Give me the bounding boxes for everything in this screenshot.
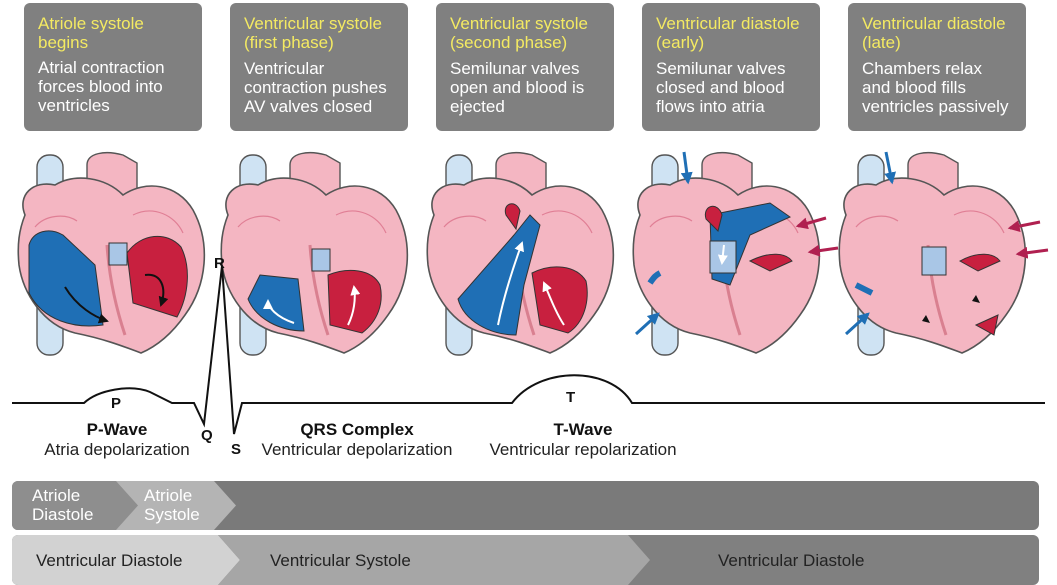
phase-title: Atriole systole begins: [38, 14, 144, 52]
heart-ventricular-diastole-early: [631, 151, 821, 357]
heart-ventricular-diastole-late: [837, 151, 1027, 357]
ventricular-timeline-bar: Ventricular Diastole Ventricular Systole…: [12, 535, 1039, 585]
phase-description: Ventricular contraction pushes AV valves…: [244, 59, 387, 116]
phase-box-ventricular-systole-first: Ventricular systole (first phase) Ventri…: [230, 3, 408, 131]
atrial-diastole-label: Atriole Diastole: [32, 486, 94, 524]
ventricular-diastole-label: Ventricular Diastole: [36, 551, 183, 570]
phase-title: Ventricular diastole (late): [862, 14, 1006, 52]
qrs-desc: Ventricular depolarization: [261, 440, 453, 459]
inflow-arrow: [634, 312, 660, 336]
phase-description: Semilunar valves open and blood is eject…: [450, 59, 585, 116]
ventricular-diastole-label: Ventricular Diastole: [718, 551, 865, 570]
inflow-arrow: [807, 244, 839, 257]
inflow-arrow: [1007, 220, 1041, 233]
ecg-label-r: R: [214, 255, 225, 272]
phase-title: Ventricular systole (first phase): [244, 14, 382, 52]
phase-title: Ventricular diastole (early): [656, 14, 800, 52]
t-wave-desc: Ventricular repolarization: [489, 440, 677, 459]
p-wave-desc: Atria depolarization: [44, 440, 190, 459]
inflow-arrow: [884, 151, 897, 185]
phase-box-ventricular-diastole-late: Ventricular diastole (late) Chambers rel…: [848, 3, 1026, 131]
ecg-label-p: P: [111, 395, 122, 412]
p-wave-caption: P-Wave Atria depolarization: [36, 420, 198, 460]
t-wave-caption: T-Wave Ventricular repolarization: [478, 420, 688, 460]
qrs-title: QRS Complex: [300, 420, 414, 439]
atrial-timeline-bar: Atriole Diastole Atriole Systole: [12, 481, 1039, 530]
qrs-caption: QRS Complex Ventricular depolarization: [252, 420, 462, 460]
inflow-arrow: [844, 312, 870, 336]
phase-box-ventricular-diastole-early: Ventricular diastole (early) Semilunar v…: [642, 3, 820, 131]
phase-description: Atrial contraction forces blood into ven…: [38, 58, 165, 115]
atrial-diastole-segment: Atriole Diastole: [12, 481, 140, 530]
atrial-systole-label: Atriole Systole: [144, 486, 200, 524]
p-wave-title: P-Wave: [86, 420, 148, 439]
ventricular-diastole-segment-2: Ventricular Diastole: [628, 535, 1039, 585]
t-wave-title: T-Wave: [553, 420, 613, 439]
phase-box-ventricular-systole-second: Ventricular systole (second phase) Semil…: [436, 3, 614, 131]
heart-atrial-systole: [16, 151, 206, 357]
inflow-arrow: [680, 151, 693, 185]
ventricular-systole-label: Ventricular Systole: [270, 551, 411, 570]
phase-box-atrial-systole: Atriole systole begins Atrial contractio…: [24, 3, 202, 131]
phase-description: Chambers relax and blood fills ventricle…: [862, 59, 1009, 116]
ventricular-systole-segment: Ventricular Systole: [218, 535, 650, 585]
heart-ventricular-systole-second: [425, 151, 615, 357]
phase-title: Ventricular systole (second phase): [450, 14, 588, 52]
ecg-label-t: T: [566, 389, 576, 406]
ecg-label-q: Q: [201, 427, 213, 444]
ecg-trace: [12, 265, 1045, 435]
inflow-arrow: [795, 216, 827, 230]
phase-description: Semilunar valves closed and blood flows …: [656, 59, 786, 116]
inflow-arrow: [1015, 246, 1049, 259]
heart-ventricular-systole-first: [219, 151, 409, 357]
ecg-label-s: S: [231, 441, 242, 458]
ventricular-diastole-segment-1: Ventricular Diastole: [12, 535, 240, 585]
